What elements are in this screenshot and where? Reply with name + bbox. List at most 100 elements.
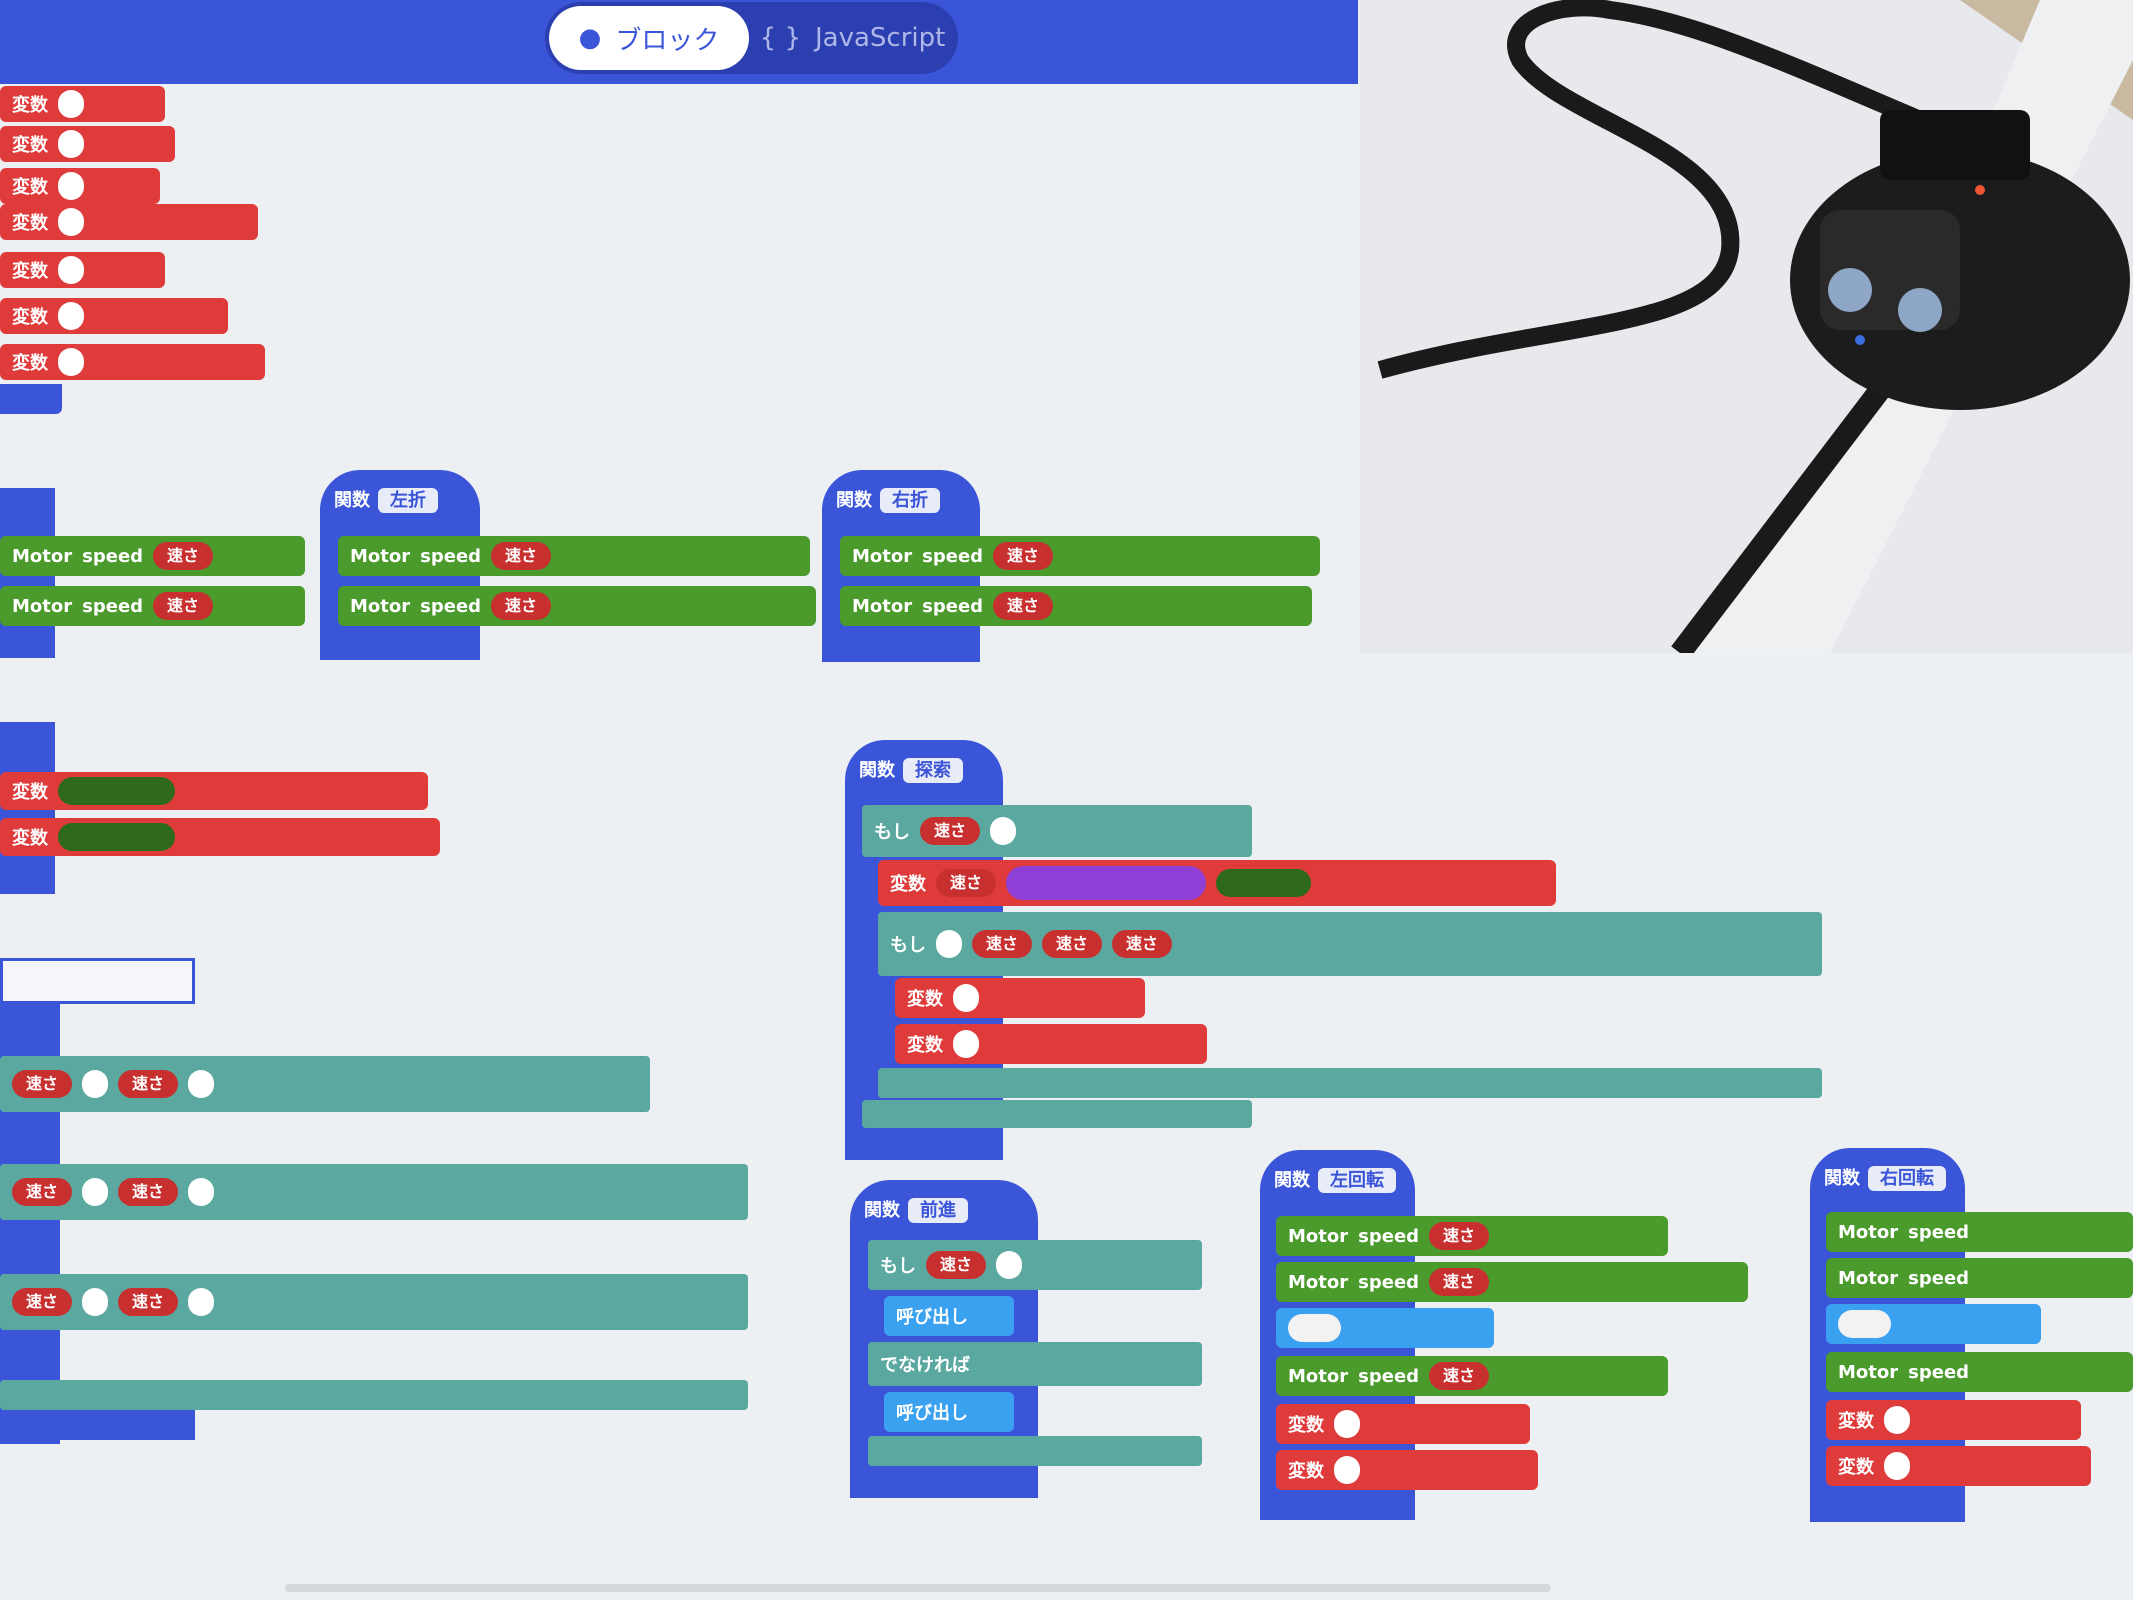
value-slot[interactable] <box>82 1178 109 1206</box>
value-slot[interactable] <box>188 1070 215 1098</box>
pause-value[interactable] <box>1288 1314 1342 1342</box>
var-reporter[interactable]: 速さ <box>1112 930 1173 958</box>
var-reporter[interactable]: 速さ <box>1042 930 1103 958</box>
horizontal-scrollbar[interactable] <box>285 1584 1551 1592</box>
set-sensor-block[interactable]: 変数 <box>0 818 440 856</box>
sensor-reporter[interactable] <box>58 777 176 805</box>
value-slot[interactable] <box>188 1178 215 1206</box>
var-reporter[interactable]: 速さ <box>920 817 981 845</box>
value-slot[interactable] <box>990 817 1017 845</box>
set-var-block[interactable]: 変数 <box>0 252 165 288</box>
set-var-block[interactable]: 変数 <box>0 204 258 240</box>
set-var-block[interactable]: 変数 <box>1826 1400 2081 1440</box>
speed-value[interactable]: 速さ <box>1429 1222 1490 1250</box>
value-slot[interactable] <box>58 256 84 284</box>
call-block[interactable]: 呼び出し <box>884 1296 1014 1336</box>
pause-value[interactable] <box>1838 1310 1892 1338</box>
motor-label: Motor <box>1288 1225 1349 1247</box>
value-slot[interactable] <box>82 1288 109 1316</box>
speed-value[interactable]: 速さ <box>153 542 214 570</box>
set-var-block[interactable]: 変数 <box>0 126 175 162</box>
value-slot[interactable] <box>1334 1410 1360 1438</box>
var-reporter[interactable]: 速さ <box>118 1288 179 1316</box>
if-block-nested[interactable]: もし速さ速さ速さ <box>878 912 1822 976</box>
var-reporter[interactable]: 速さ <box>118 1070 179 1098</box>
set-var-block[interactable]: 変数 <box>1276 1404 1530 1444</box>
value-slot[interactable] <box>996 1251 1023 1279</box>
var-reporter[interactable]: 速さ <box>118 1178 179 1206</box>
function-name: 左折 <box>378 488 438 513</box>
value-slot[interactable] <box>58 90 84 118</box>
value-slot[interactable] <box>936 930 962 958</box>
else-if-condition-block[interactable]: 速さ 速さ <box>0 1164 748 1220</box>
value-slot[interactable] <box>1884 1406 1910 1434</box>
value-slot[interactable] <box>82 1070 109 1098</box>
var-reporter[interactable]: 速さ <box>12 1288 73 1316</box>
if-block[interactable]: もし速さ <box>862 805 1252 857</box>
set-var-block[interactable]: 変数 <box>0 86 165 122</box>
var-reporter[interactable]: 速さ <box>12 1178 73 1206</box>
if-block[interactable]: もし速さ <box>868 1240 1202 1290</box>
value-slot[interactable] <box>1334 1456 1360 1484</box>
value-slot[interactable] <box>58 208 84 236</box>
value-slot[interactable] <box>58 130 84 158</box>
speed-value[interactable]: 速さ <box>993 592 1054 620</box>
pause-block[interactable] <box>1826 1304 2041 1344</box>
set-var-block[interactable]: 変数 <box>895 978 1145 1018</box>
function-name: 探索 <box>903 758 963 783</box>
set-var-block[interactable]: 変数 <box>1826 1446 2091 1486</box>
javascript-tab[interactable]: { } JavaScript <box>755 6 950 70</box>
random-reporter[interactable] <box>1216 869 1311 897</box>
else-if-condition-block[interactable]: 速さ 速さ <box>0 1274 748 1330</box>
call-block[interactable]: 呼び出し <box>884 1392 1014 1432</box>
sensor-reporter[interactable] <box>58 823 176 851</box>
set-var-block[interactable]: 変数 <box>0 298 228 334</box>
value-slot[interactable] <box>1884 1452 1910 1480</box>
pause-block[interactable] <box>1276 1308 1494 1348</box>
value-slot[interactable] <box>58 302 84 330</box>
set-var-block[interactable]: 変数 <box>1276 1450 1538 1490</box>
puzzle-icon: ● <box>578 23 602 53</box>
value-slot[interactable] <box>953 984 979 1012</box>
var-reporter[interactable]: 速さ <box>936 869 997 897</box>
value-slot[interactable] <box>58 348 84 376</box>
set-var-block[interactable]: 変数 <box>895 1024 1207 1064</box>
if-end-block <box>868 1436 1202 1466</box>
else-block[interactable]: でなければ <box>868 1342 1202 1386</box>
speed-label: speed <box>420 595 482 617</box>
var-reporter[interactable]: 速さ <box>972 930 1033 958</box>
motor-label: Motor <box>350 545 411 567</box>
if-condition-block[interactable]: 速さ 速さ <box>0 1056 650 1112</box>
speed-value[interactable]: 速さ <box>491 592 552 620</box>
event-block[interactable] <box>0 958 195 1004</box>
set-sensor-block[interactable]: 変数 <box>0 772 428 810</box>
var-reporter[interactable]: 速さ <box>12 1070 73 1098</box>
speed-value[interactable]: 速さ <box>153 592 214 620</box>
blocks-tab[interactable]: ● ブロック <box>549 6 749 70</box>
value-slot[interactable] <box>58 172 84 200</box>
speed-value[interactable]: 速さ <box>1429 1362 1490 1390</box>
speed-value[interactable]: 速さ <box>993 542 1054 570</box>
set-var-block[interactable]: 変数 <box>0 344 265 380</box>
value-slot[interactable] <box>188 1288 215 1316</box>
set-var-block[interactable]: 変数速さ <box>878 860 1556 906</box>
speed-value[interactable]: 速さ <box>491 542 552 570</box>
block-label: 変数 <box>12 353 48 374</box>
math-block[interactable] <box>1006 866 1207 900</box>
var-reporter[interactable]: 速さ <box>926 1251 987 1279</box>
value-slot[interactable] <box>953 1030 979 1058</box>
set-var-block[interactable]: 変数 <box>0 168 160 204</box>
speed-value[interactable]: 速さ <box>1429 1268 1490 1296</box>
